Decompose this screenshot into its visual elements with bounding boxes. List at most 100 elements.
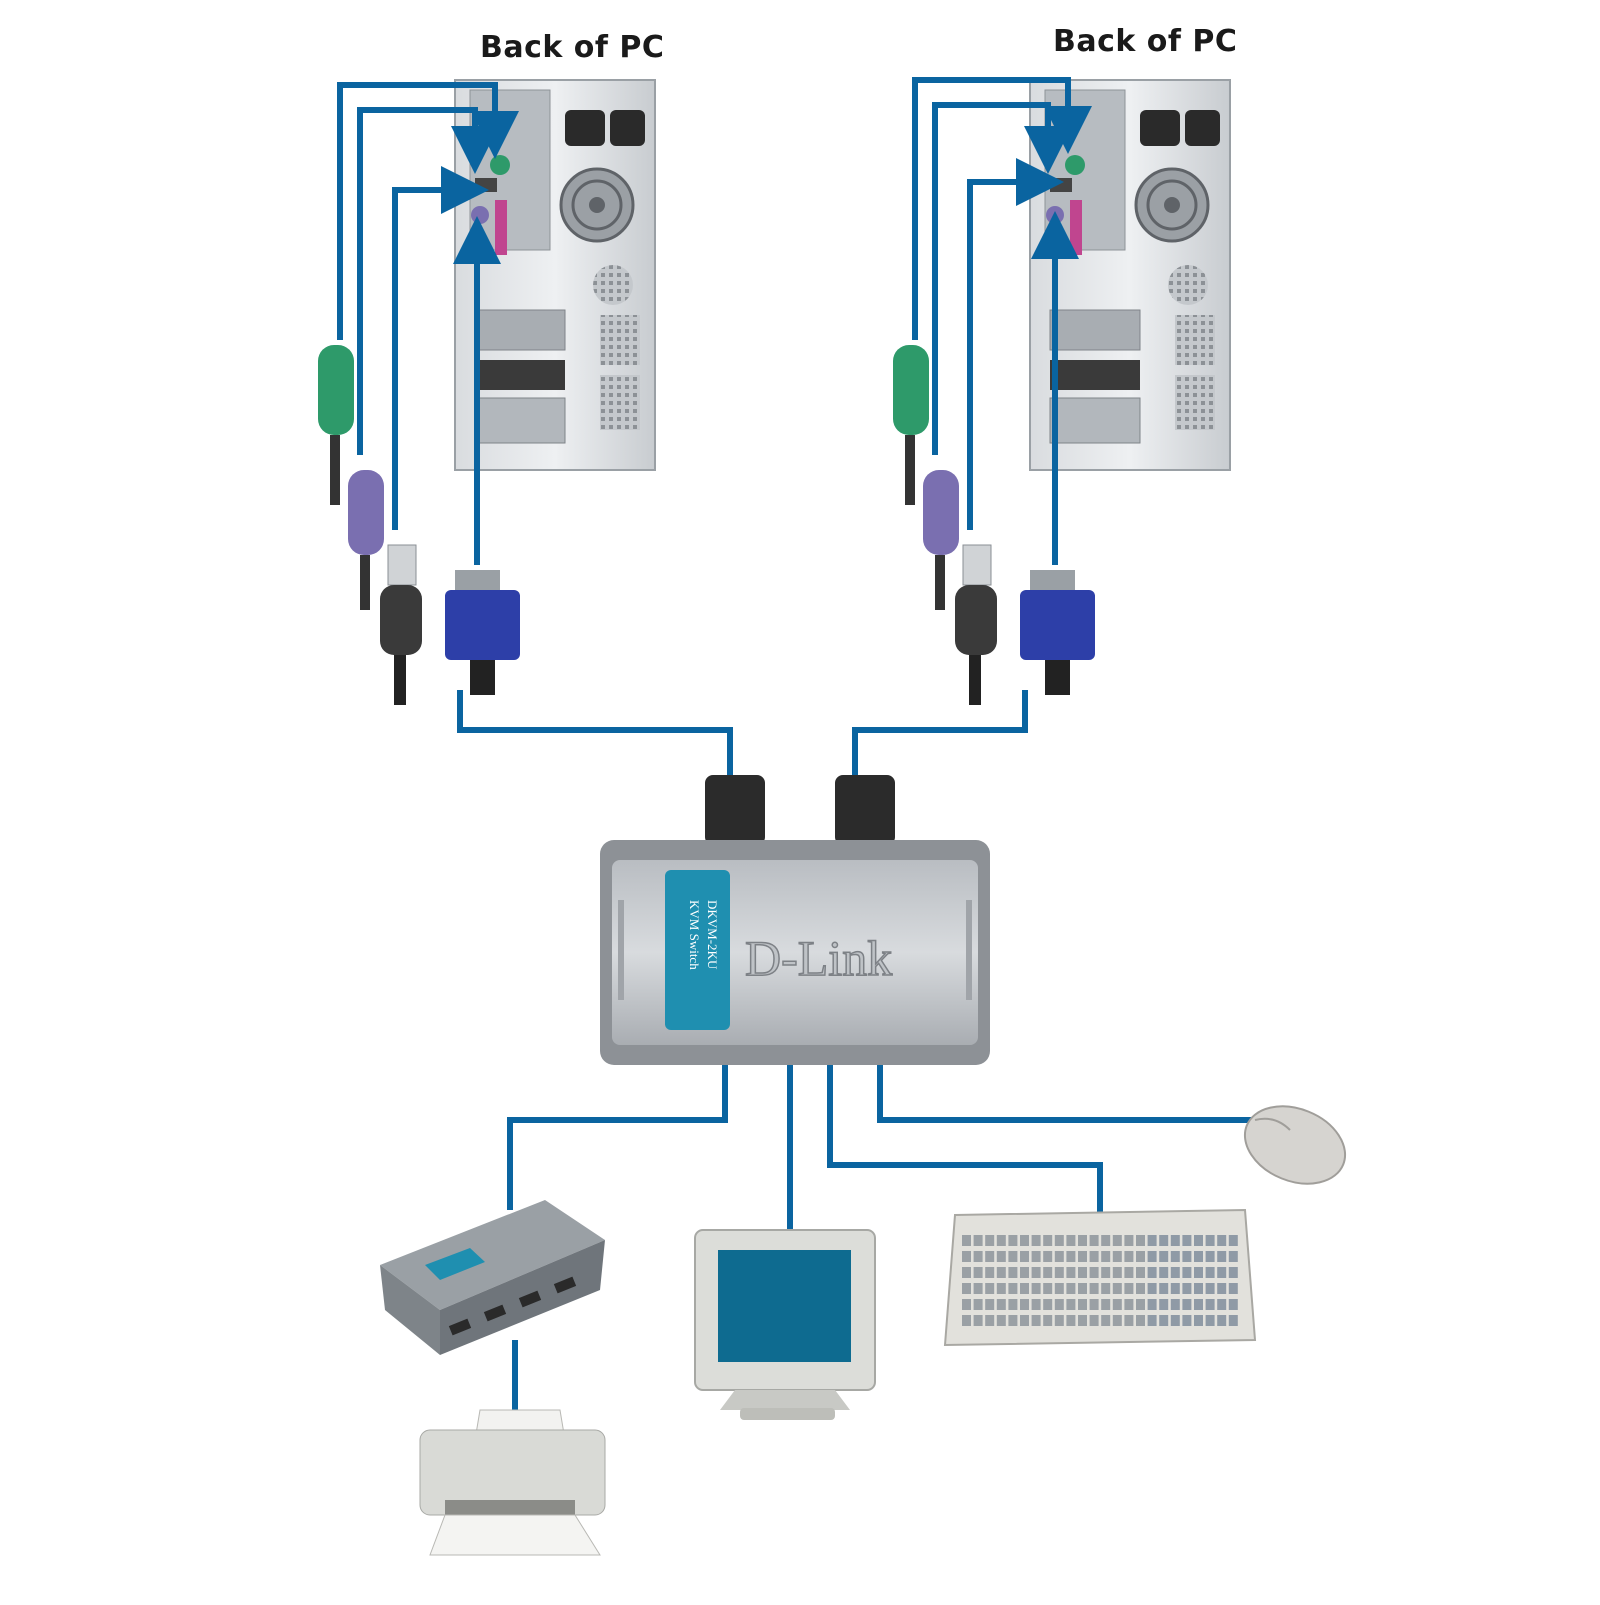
keyboard-key [962, 1235, 971, 1246]
keyboard-key [1112, 1267, 1122, 1278]
keyboard-key [1136, 1283, 1145, 1294]
keyboard-key [985, 1251, 995, 1262]
keyboard-key [1217, 1315, 1227, 1326]
mouse-icon [1243, 1105, 1347, 1185]
keyboard-key [1101, 1267, 1111, 1278]
cable-usb-left [392, 166, 489, 530]
keyboard-key [1194, 1267, 1203, 1278]
usb-plug-left [380, 544, 422, 705]
cable-mouse-right [912, 77, 1092, 340]
keyboard-key [962, 1251, 971, 1262]
usb-plug-right [955, 544, 997, 705]
keyboard-key [1066, 1267, 1076, 1278]
keyboard-key [1194, 1283, 1203, 1294]
kvm-switch-icon: KVM Switch DKVM-2KU D-Link [600, 775, 990, 1065]
cable-switch-to-keyboard [827, 1065, 1103, 1215]
keyboard-key [1078, 1299, 1087, 1310]
keyboard-key [985, 1299, 995, 1310]
keyboard-key [1112, 1235, 1122, 1246]
keyboard-key [1008, 1267, 1018, 1278]
keyboard-key [1020, 1315, 1029, 1326]
keyboard-key [1124, 1251, 1134, 1262]
keyboard-key [996, 1315, 1006, 1326]
keyboard-key [1205, 1315, 1215, 1326]
switch-model-line1: KVM Switch [687, 900, 702, 970]
keyboard-key [1205, 1299, 1215, 1310]
keyboard-key [1205, 1283, 1215, 1294]
keyboard-key [1054, 1299, 1064, 1310]
keyboard-key [1182, 1267, 1192, 1278]
mouse [1243, 1105, 1347, 1185]
keyboard-key [1136, 1251, 1145, 1262]
keyboard-key [1101, 1283, 1111, 1294]
keyboard-key [1182, 1283, 1192, 1294]
keyboard-key [1159, 1315, 1169, 1326]
keyboard-key [996, 1267, 1006, 1278]
pc-tower-icon [1029, 79, 1231, 471]
keyboard-key [962, 1299, 971, 1310]
keyboard-key [1170, 1299, 1180, 1310]
keyboard-key [985, 1315, 995, 1326]
keyboard-key [1124, 1283, 1134, 1294]
keyboard-key [1228, 1315, 1238, 1326]
keyboard-key [1020, 1267, 1029, 1278]
keyboard-key [1147, 1315, 1157, 1326]
keyboard-key [1066, 1283, 1076, 1294]
keyboard-key [1054, 1315, 1064, 1326]
keyboard-key [1031, 1299, 1041, 1310]
keyboard-key [1147, 1283, 1157, 1294]
keyboard-key [1159, 1235, 1169, 1246]
keyboard-key [962, 1283, 971, 1294]
cable-right-to-switch [852, 690, 1028, 775]
keyboard-key [1217, 1299, 1227, 1310]
keyboard-key [1205, 1235, 1215, 1246]
keyboard-key [1228, 1267, 1238, 1278]
keyboard-key [1008, 1251, 1018, 1262]
keyboard-key [962, 1315, 971, 1326]
keyboard-key [1066, 1251, 1076, 1262]
keyboard-key [996, 1299, 1006, 1310]
keyboard-key [973, 1235, 983, 1246]
keyboard-key [1147, 1235, 1157, 1246]
keyboard-key [1101, 1315, 1111, 1326]
keyboard-key [1008, 1235, 1018, 1246]
usb-hub [380, 1200, 605, 1355]
keyboard-key [1124, 1299, 1134, 1310]
keyboard-key [1147, 1267, 1157, 1278]
cable-left-to-switch [457, 690, 733, 775]
keyboard-key [1136, 1267, 1145, 1278]
keyboard-key [1089, 1315, 1099, 1326]
keyboard-key [1101, 1235, 1111, 1246]
ps2-mouse-plug-right [893, 345, 929, 505]
keyboard-key [1078, 1267, 1087, 1278]
switch-brand-logo: D-Link [745, 930, 892, 986]
keyboard-key [962, 1267, 971, 1278]
keyboard-key [1194, 1315, 1203, 1326]
keyboard-key [1182, 1235, 1192, 1246]
keyboard-key [1101, 1251, 1111, 1262]
keyboard-key [1182, 1251, 1192, 1262]
cable-usb-right [967, 158, 1064, 530]
pc-tower-icon [454, 79, 656, 471]
keyboard-key [1112, 1251, 1122, 1262]
keyboard-key [1066, 1235, 1076, 1246]
keyboard-key [1008, 1299, 1018, 1310]
kvm-switch: KVM Switch DKVM-2KU D-Link [600, 775, 990, 1065]
pc-right-caption: Back of PC [1053, 24, 1238, 59]
pc-tower-right [1029, 79, 1231, 471]
keyboard-key [1078, 1315, 1087, 1326]
keyboard-key [1101, 1299, 1111, 1310]
connectors-left [318, 345, 520, 705]
keyboard-key [1136, 1299, 1145, 1310]
ps2-keyboard-plug-left [348, 470, 384, 610]
keyboard-key [1170, 1283, 1180, 1294]
keyboard-key [1054, 1283, 1064, 1294]
keyboard-key [1043, 1251, 1053, 1262]
keyboard-key [1089, 1283, 1099, 1294]
cable-mouse-left [337, 82, 519, 340]
keyboard-key [1228, 1235, 1238, 1246]
keyboard-key [1043, 1315, 1053, 1326]
keyboard-key [1089, 1267, 1099, 1278]
